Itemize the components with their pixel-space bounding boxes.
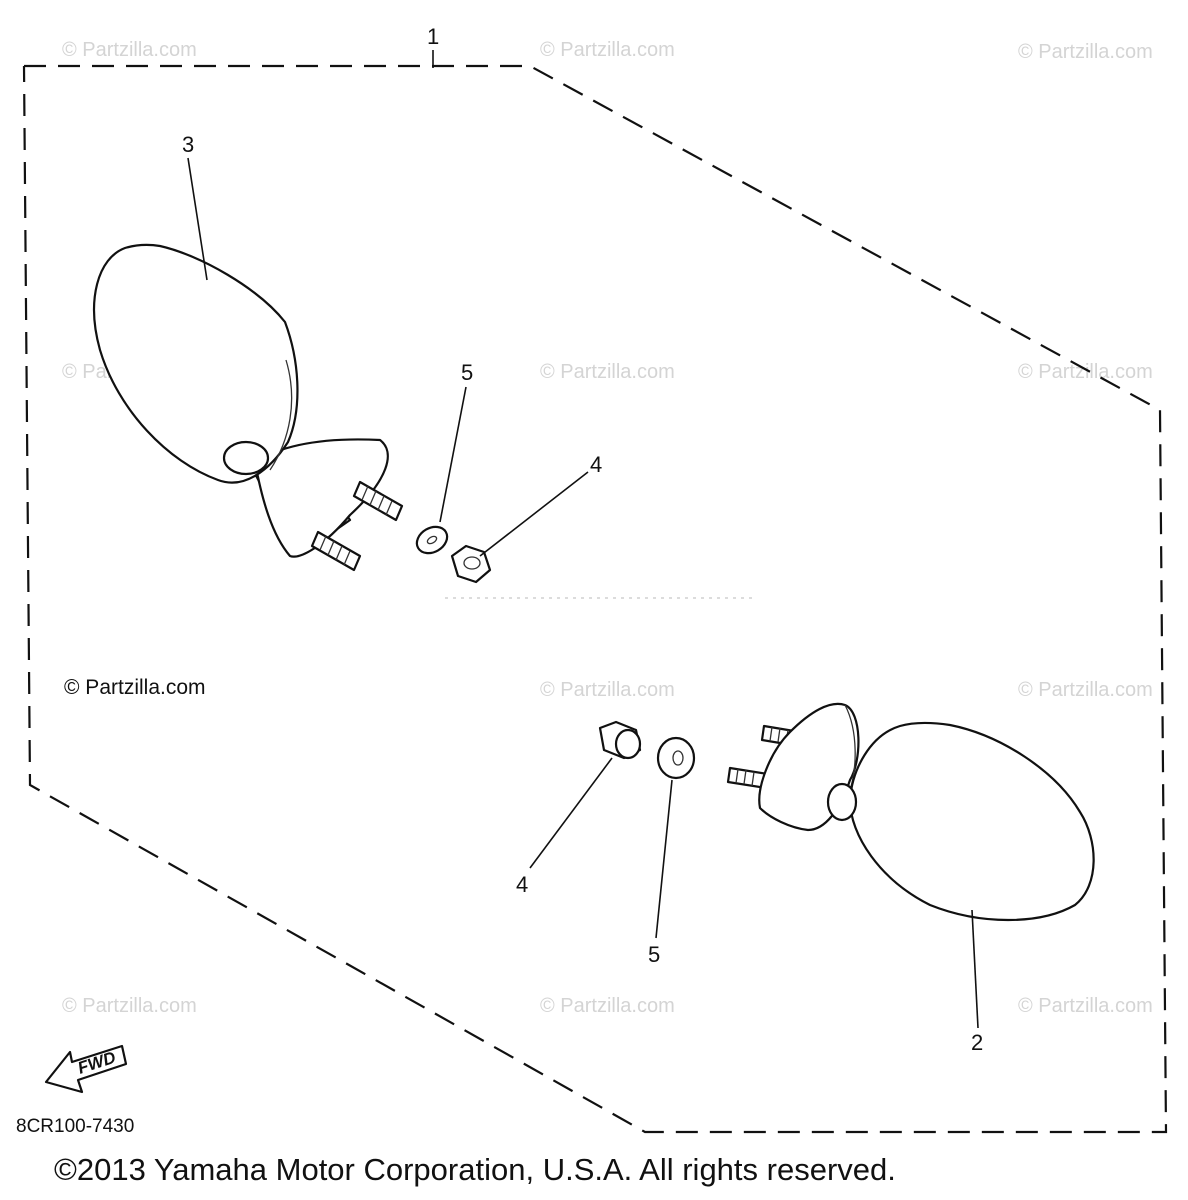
assembly-boundary [22,64,1168,1134]
callout-4-lower: 4 [516,872,528,897]
left-lower-stud [310,530,362,572]
watermark: © Partzilla.com [540,361,675,383]
callout-3: 3 [182,132,194,157]
right-mirror [726,702,1095,922]
leader-5-lower [655,779,673,939]
watermark: © Partzilla.com [1018,995,1153,1017]
left-mirror-base [253,438,389,558]
diagram-code: 8CR100-7430 [16,1116,134,1137]
watermark: © Partzilla.com [1018,679,1153,701]
watermark: © Partzilla.com [1018,41,1153,63]
lower-nut-face [614,728,642,760]
watermark: © Partzilla.com [1018,361,1153,383]
callout-5-lower: 5 [648,942,660,967]
left-mirror-head [93,243,299,484]
leader-4-upper [479,471,589,557]
callout-2: 2 [971,1030,983,1055]
copyright-notice: ©2013 Yamaha Motor Corporation, U.S.A. A… [54,1152,896,1187]
left-upper-stud [352,480,404,522]
right-mirror-head [848,721,1095,922]
forward-arrow-icon: FWD [44,1044,128,1094]
watermark: © Partzilla.com [540,39,675,61]
leader-4-lower [529,757,613,869]
leader-5-upper [439,386,467,523]
upper-washer [415,525,449,555]
callout-4-upper: 4 [590,452,602,477]
watermark: © Partzilla.com [540,679,675,701]
watermark: © Partzilla.com [62,995,197,1017]
watermark: © Partzilla.com [540,995,675,1017]
watermark: © Partzilla.com [62,39,197,61]
leader-3 [187,157,208,281]
callout-5-upper: 5 [461,360,473,385]
left-mirror [93,243,404,572]
left-mirror-joint [222,440,270,476]
right-mirror-joint [826,782,858,822]
leader-2 [971,909,979,1029]
partzilla-mark: © Partzilla.com [64,676,206,699]
lower-washer [656,736,696,780]
callout-1: 1 [427,24,439,49]
upper-nut [450,544,492,584]
